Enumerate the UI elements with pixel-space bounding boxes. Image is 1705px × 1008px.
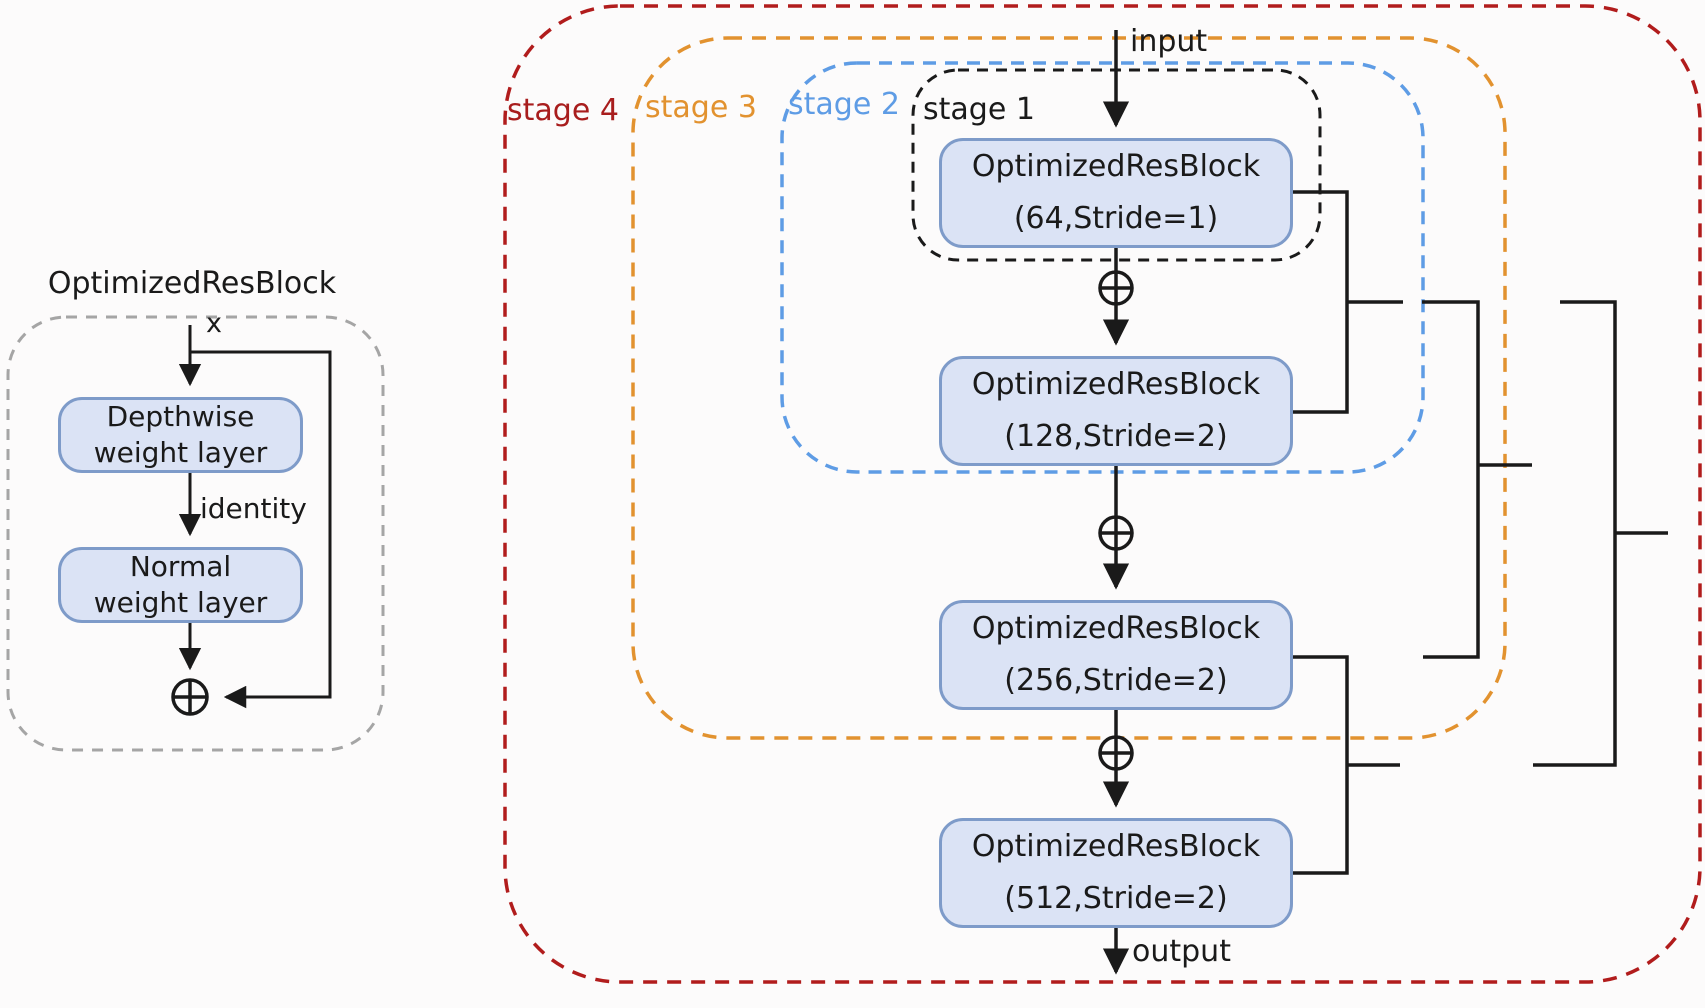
identity-label: identity [200, 492, 307, 525]
normal-weight-layer-block: Normal weight layer [58, 547, 303, 623]
stage4-label: stage 4 [507, 93, 619, 128]
add3-icon [1098, 735, 1134, 771]
resblock-128-line1: OptimizedResBlock [971, 367, 1261, 402]
resblock-detail-dashed-box [6, 315, 385, 752]
stage1-label: stage 1 [923, 92, 1035, 127]
add2-icon [1098, 515, 1134, 551]
resblock-256-stride2: OptimizedResBlock (256,Stride=2) [939, 600, 1293, 710]
normal-line2: weight layer [93, 586, 268, 619]
x-input-label: x [206, 308, 222, 339]
output-label: output [1132, 934, 1231, 969]
resblock-512-line1: OptimizedResBlock [971, 829, 1261, 864]
resblock-512-stride2: OptimizedResBlock (512,Stride=2) [939, 818, 1293, 928]
add1-icon [1098, 270, 1134, 306]
stage3-dashed-box [631, 36, 1507, 740]
stage2-label: stage 2 [788, 87, 900, 122]
resblock-64-stride1: OptimizedResBlock (64,Stride=1) [939, 138, 1293, 248]
resblock-64-line2: (64,Stride=1) [1013, 201, 1219, 236]
input-label: input [1130, 24, 1208, 59]
depthwise-line2: weight layer [93, 436, 268, 469]
stage2-dashed-box [780, 61, 1425, 474]
stage4-dashed-box [503, 4, 1702, 984]
resblock-64-line1: OptimizedResBlock [971, 149, 1261, 184]
left-add-icon [171, 678, 209, 716]
bracket-2 [1422, 300, 1480, 659]
bracket-1-bottom [1293, 655, 1349, 875]
resblock-128-stride2: OptimizedResBlock (128,Stride=2) [939, 356, 1293, 466]
bracket-3 [1533, 300, 1617, 767]
resblock-detail-title: OptimizedResBlock [47, 266, 337, 301]
depthwise-weight-layer-block: Depthwise weight layer [58, 397, 303, 473]
left-skip-connection [190, 350, 332, 709]
stage3-label: stage 3 [645, 90, 757, 125]
resblock-128-line2: (128,Stride=2) [1004, 419, 1228, 454]
resblock-256-line2: (256,Stride=2) [1004, 663, 1228, 698]
depthwise-line1: Depthwise [106, 400, 255, 433]
normal-line1: Normal [129, 550, 232, 583]
resblock-512-line2: (512,Stride=2) [1004, 881, 1228, 916]
resblock-256-line1: OptimizedResBlock [971, 611, 1261, 646]
